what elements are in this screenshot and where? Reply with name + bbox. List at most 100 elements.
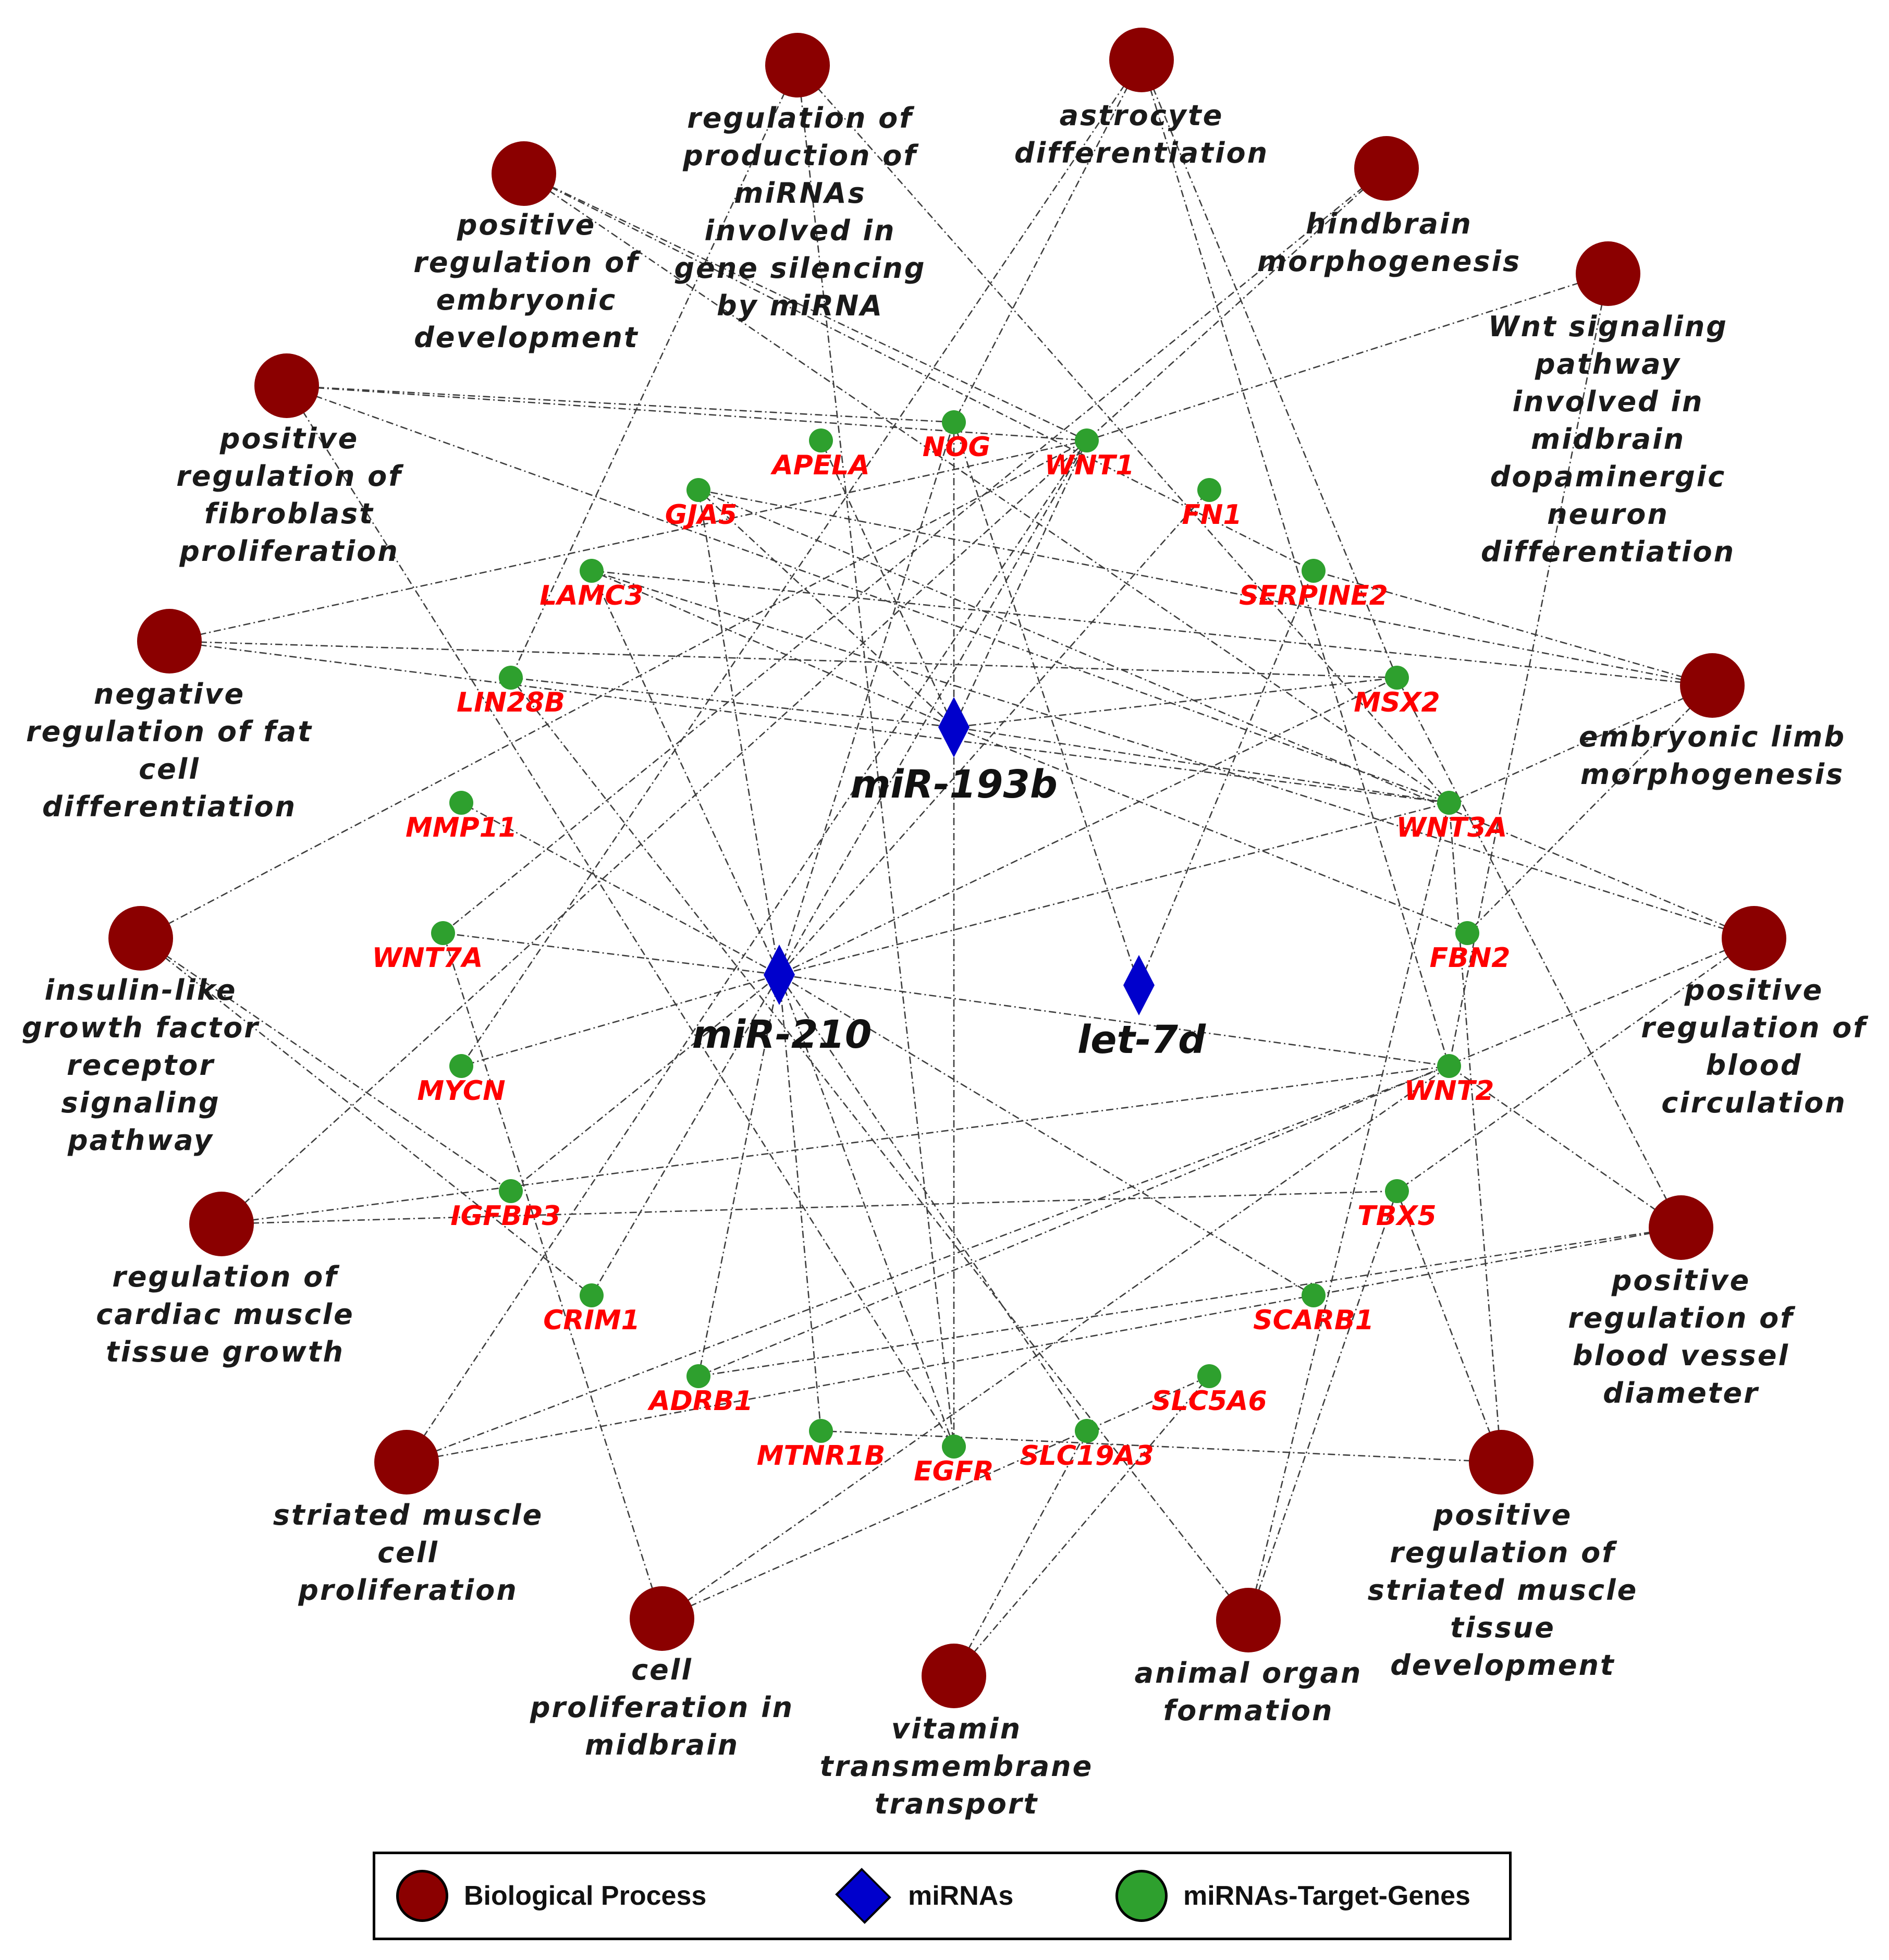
gene-node-SERPINE2 xyxy=(1302,559,1326,583)
process-node-bp_igf xyxy=(108,906,173,971)
process-node-bp_embryo xyxy=(492,141,556,206)
gene-node-LAMC3 xyxy=(580,559,604,583)
process-label-line: hindbrain xyxy=(1306,207,1473,240)
mirna-symbol xyxy=(835,1868,891,1924)
edge-m210-FN1 xyxy=(779,489,1210,975)
process-label-line: embryonic limb xyxy=(1579,720,1846,753)
gene-node-MMP11 xyxy=(449,791,473,815)
process-node-bp_mirna xyxy=(765,33,830,97)
process-label-line: astrocyte xyxy=(1060,99,1224,132)
gene-label-NOG: NOG xyxy=(923,432,990,463)
process-label-line: formation xyxy=(1163,1694,1334,1727)
process-label-line: regulation of xyxy=(1390,1536,1617,1569)
edge-bp_organ-WNT3A xyxy=(1247,802,1450,1621)
process-label-line: diameter xyxy=(1603,1377,1759,1410)
gene-label-FBN2: FBN2 xyxy=(1430,942,1511,974)
edge-bp_fat-WNT3A xyxy=(169,640,1450,804)
edge-m210-NOG xyxy=(778,422,955,975)
process-node-bp_vitamin xyxy=(922,1644,986,1708)
gene-node-WNT7A xyxy=(431,921,455,945)
legend-item-mirnas: miRNAs xyxy=(834,1854,1013,1938)
process-label-line: differentiation xyxy=(1481,535,1735,568)
edge-bp_blood-GJA5 xyxy=(698,489,1755,939)
edge-bp_vessel-MSX2 xyxy=(1396,677,1682,1228)
process-label-line: positive xyxy=(219,422,359,455)
gene-label-APELA: APELA xyxy=(770,450,869,481)
edge-m210-IGFBP3 xyxy=(510,974,780,1192)
edge-let7-SERPINE2 xyxy=(1138,570,1315,986)
process-label-line: midbrain xyxy=(1531,423,1685,456)
process-label-line: neuron xyxy=(1547,498,1669,531)
process-node-bp_limb xyxy=(1680,653,1745,718)
gene-label-SCARB1: SCARB1 xyxy=(1253,1305,1374,1336)
edge-bp_blood-TBX5 xyxy=(1396,937,1755,1192)
gene-node-APELA xyxy=(809,428,833,452)
process-label-line: positive xyxy=(457,209,596,241)
process-label-line: circulation xyxy=(1661,1086,1846,1119)
gene-label-SLC5A6: SLC5A6 xyxy=(1151,1386,1267,1417)
process-label-line: positive xyxy=(1433,1499,1573,1532)
edge-m193-MSX2 xyxy=(953,677,1397,728)
process-label-line: regulation of fat xyxy=(26,715,313,748)
process-label-line: proliferation xyxy=(179,535,399,568)
edge-m210-MYCN xyxy=(461,974,780,1067)
gene-label-IGFBP3: IGFBP3 xyxy=(450,1200,560,1232)
edge-m193-GJA5 xyxy=(698,489,954,728)
edge-bp_fibro-NOG xyxy=(286,385,954,423)
process-label-line: midbrain xyxy=(585,1729,739,1761)
edge-bp_wnt-WNT1 xyxy=(1086,273,1609,442)
edge-m210-SCARB1 xyxy=(779,974,1314,1296)
gene-node-TBX5 xyxy=(1385,1179,1409,1203)
process-label-line: fibroblast xyxy=(204,497,374,530)
gene-label-MTNR1B: MTNR1B xyxy=(757,1440,886,1472)
gene-node-MYCN xyxy=(449,1054,473,1078)
edge-m210-CRIM1 xyxy=(591,974,780,1296)
gene-node-IGFBP3 xyxy=(499,1179,523,1203)
edge-bp_embryo-WNT1 xyxy=(523,173,1087,442)
gene-node-WNT3A xyxy=(1437,791,1461,815)
process-label-line: development xyxy=(414,321,639,354)
edge-m210-EGFR xyxy=(778,974,955,1447)
process-node-bp_striatedtissue xyxy=(1469,1430,1534,1494)
process-node-bp_striated xyxy=(374,1430,439,1494)
gene-label-LAMC3: LAMC3 xyxy=(539,580,643,611)
legend: Biological Process miRNAs miRNAs-Target-… xyxy=(373,1852,1512,1940)
edge-bp_organ-LIN28B xyxy=(510,677,1249,1621)
process-node-bp_vessel xyxy=(1649,1195,1713,1260)
gene-node-SCARB1 xyxy=(1302,1283,1326,1307)
edge-m210-WNT3A xyxy=(779,802,1450,976)
node-layer xyxy=(108,28,1786,1708)
process-node-bp_hind xyxy=(1354,136,1419,201)
process-label-line: growth factor xyxy=(22,1011,260,1044)
gene-node-SLC19A3 xyxy=(1075,1419,1099,1443)
edge-m210-WNT1 xyxy=(778,440,1088,975)
process-label-line: blood xyxy=(1706,1049,1802,1082)
process-label-line: proliferation xyxy=(298,1574,518,1607)
process-node-bp_astro xyxy=(1109,28,1174,92)
process-node-bp_fat xyxy=(137,609,202,673)
gene-label-EGFR: EGFR xyxy=(914,1456,994,1487)
edge-bp_hind-WNT1 xyxy=(1086,168,1387,441)
gene-node-FN1 xyxy=(1197,478,1221,502)
process-node-bp_cardiac xyxy=(189,1192,254,1256)
edge-m193-APELA xyxy=(820,440,955,728)
edge-bp_igf-WNT1 xyxy=(140,439,1087,939)
edge-bp_vessel-ADRB1 xyxy=(698,1227,1682,1377)
edge-bp_limb-SERPINE2 xyxy=(1313,570,1713,687)
edge-m193-FBN2 xyxy=(953,726,1468,934)
process-label-line: by miRNA xyxy=(717,289,884,322)
process-label-line: cell xyxy=(377,1536,439,1569)
process-label-line: morphogenesis xyxy=(1257,245,1521,278)
process-label-line: embryonic xyxy=(436,284,617,316)
edge-m210-MTNR1B xyxy=(778,974,822,1431)
edge-m193-WNT1 xyxy=(953,440,1088,728)
gene-label-WNT3A: WNT3A xyxy=(1396,812,1507,843)
process-label-line: positive xyxy=(1611,1264,1751,1297)
